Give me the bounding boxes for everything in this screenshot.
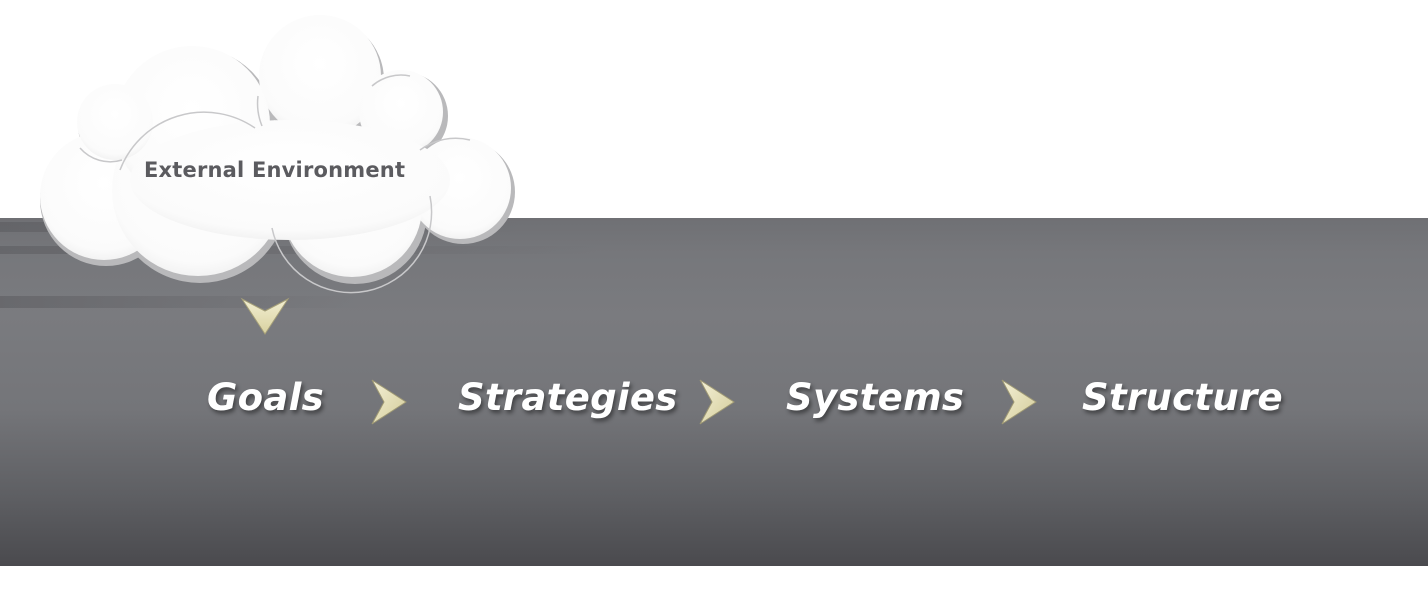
chevron-down-icon <box>240 297 290 335</box>
band-streak <box>0 296 360 308</box>
chevron-right-icon <box>699 379 735 425</box>
chevron-right-icon <box>1001 379 1037 425</box>
cloud-shape <box>40 15 515 294</box>
step-strategies: Strategies <box>458 376 678 419</box>
cloud-label: External Environment <box>144 158 406 182</box>
step-structure: Structure <box>1082 376 1283 419</box>
step-goals: Goals <box>207 376 324 419</box>
chevron-right-icon <box>371 379 407 425</box>
step-systems: Systems <box>786 376 965 419</box>
